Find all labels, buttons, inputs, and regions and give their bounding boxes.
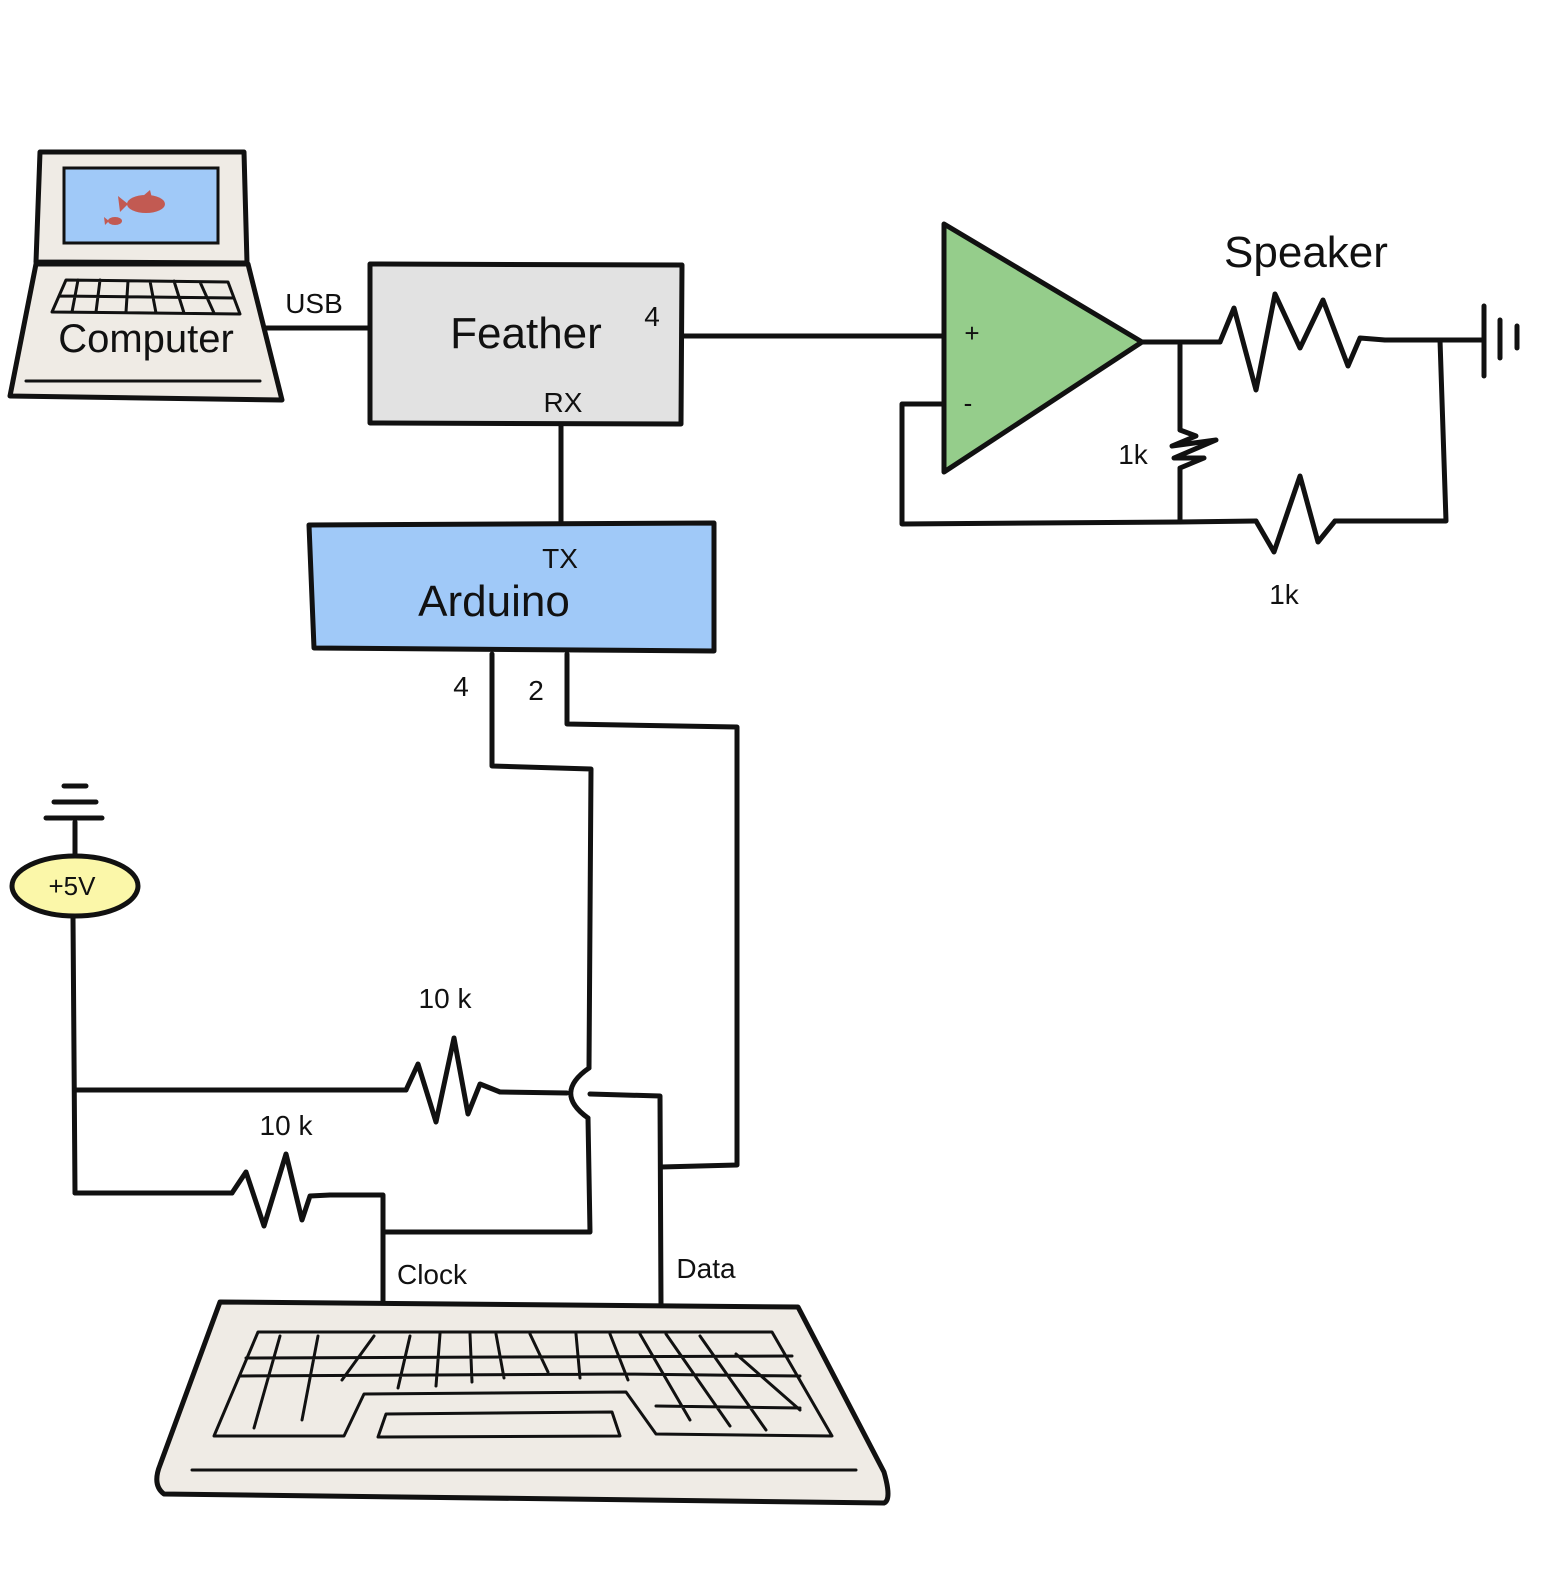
arduino-box xyxy=(306,520,717,654)
feedback-resistor-label: 1k xyxy=(1118,439,1149,470)
usb-label: USB xyxy=(285,288,343,319)
top-pullup-right-wire xyxy=(497,1089,570,1096)
keyboard-body xyxy=(154,1299,891,1506)
ground-resistor-right-wire xyxy=(1332,337,1449,524)
supply-label: +5V xyxy=(49,871,97,901)
crossover-hop xyxy=(568,1065,592,1121)
speaker: Speaker xyxy=(1217,228,1388,393)
speaker-resistor-icon xyxy=(1217,291,1388,393)
pin2-data-wire xyxy=(564,651,740,1170)
bottom-pullup-label: 10 k xyxy=(260,1110,314,1141)
speaker-label: Speaker xyxy=(1224,228,1388,277)
opamp-minus-label: - xyxy=(964,388,973,418)
ground-icon xyxy=(1481,303,1520,379)
keyboard-icon xyxy=(154,1299,891,1506)
clock-line-wire xyxy=(327,1192,386,1306)
arduino-pin-4-label: 4 xyxy=(453,671,469,702)
clock-label: Clock xyxy=(397,1259,468,1290)
opamp-icon: + - xyxy=(941,221,1145,475)
top-pullup-resistor: 10 k xyxy=(403,983,503,1125)
top-pullup-resistor-icon xyxy=(403,1035,503,1125)
pin4-clock-wire xyxy=(489,651,594,1071)
top-pullup-label: 10 k xyxy=(419,983,473,1014)
feather-rx-label: RX xyxy=(544,387,583,418)
feedback-wire xyxy=(899,401,1259,527)
wires xyxy=(70,325,1487,1308)
data-line-wire xyxy=(587,1091,664,1308)
feather-board: Feather 4 RX xyxy=(367,261,685,427)
arduino-board: Arduino TX 4 2 xyxy=(306,520,717,706)
ground-resistor-icon xyxy=(1253,473,1338,555)
bottom-pullup-resistor: 10 k xyxy=(229,1110,333,1229)
feather-label: Feather xyxy=(450,309,602,358)
ground-resistor-label: 1k xyxy=(1269,579,1300,610)
bottom-pullup-resistor-icon xyxy=(229,1151,333,1229)
supply-ellipse xyxy=(9,853,141,919)
computer-keyboard-grid xyxy=(50,278,242,316)
fish-icon xyxy=(104,190,165,225)
keyboard-key-lines xyxy=(238,1332,802,1432)
power-supply: +5V xyxy=(9,783,141,919)
feedback-resistor: 1k xyxy=(1118,427,1219,485)
feather-box xyxy=(367,261,685,427)
supply-rail-wire xyxy=(70,914,78,1196)
opamp-triangle xyxy=(941,221,1145,475)
opamp-plus-label: + xyxy=(964,318,979,348)
keyboard-key-area xyxy=(212,1330,834,1438)
pin4-clock-wire-lower xyxy=(380,1115,593,1235)
arduino-label: Arduino xyxy=(418,577,570,626)
keyboard-space-bar xyxy=(376,1410,622,1439)
arduino-pin-2-label: 2 xyxy=(528,675,544,706)
arduino-tx-label: TX xyxy=(542,543,578,574)
data-label: Data xyxy=(676,1253,736,1284)
feedback-resistor-icon xyxy=(1169,427,1219,485)
computer: Computer xyxy=(7,149,285,403)
ground-resistor: 1k xyxy=(1253,473,1338,610)
ground-icon xyxy=(43,783,105,821)
feather-pin-4-label: 4 xyxy=(644,301,660,332)
computer-label: Computer xyxy=(58,317,234,361)
